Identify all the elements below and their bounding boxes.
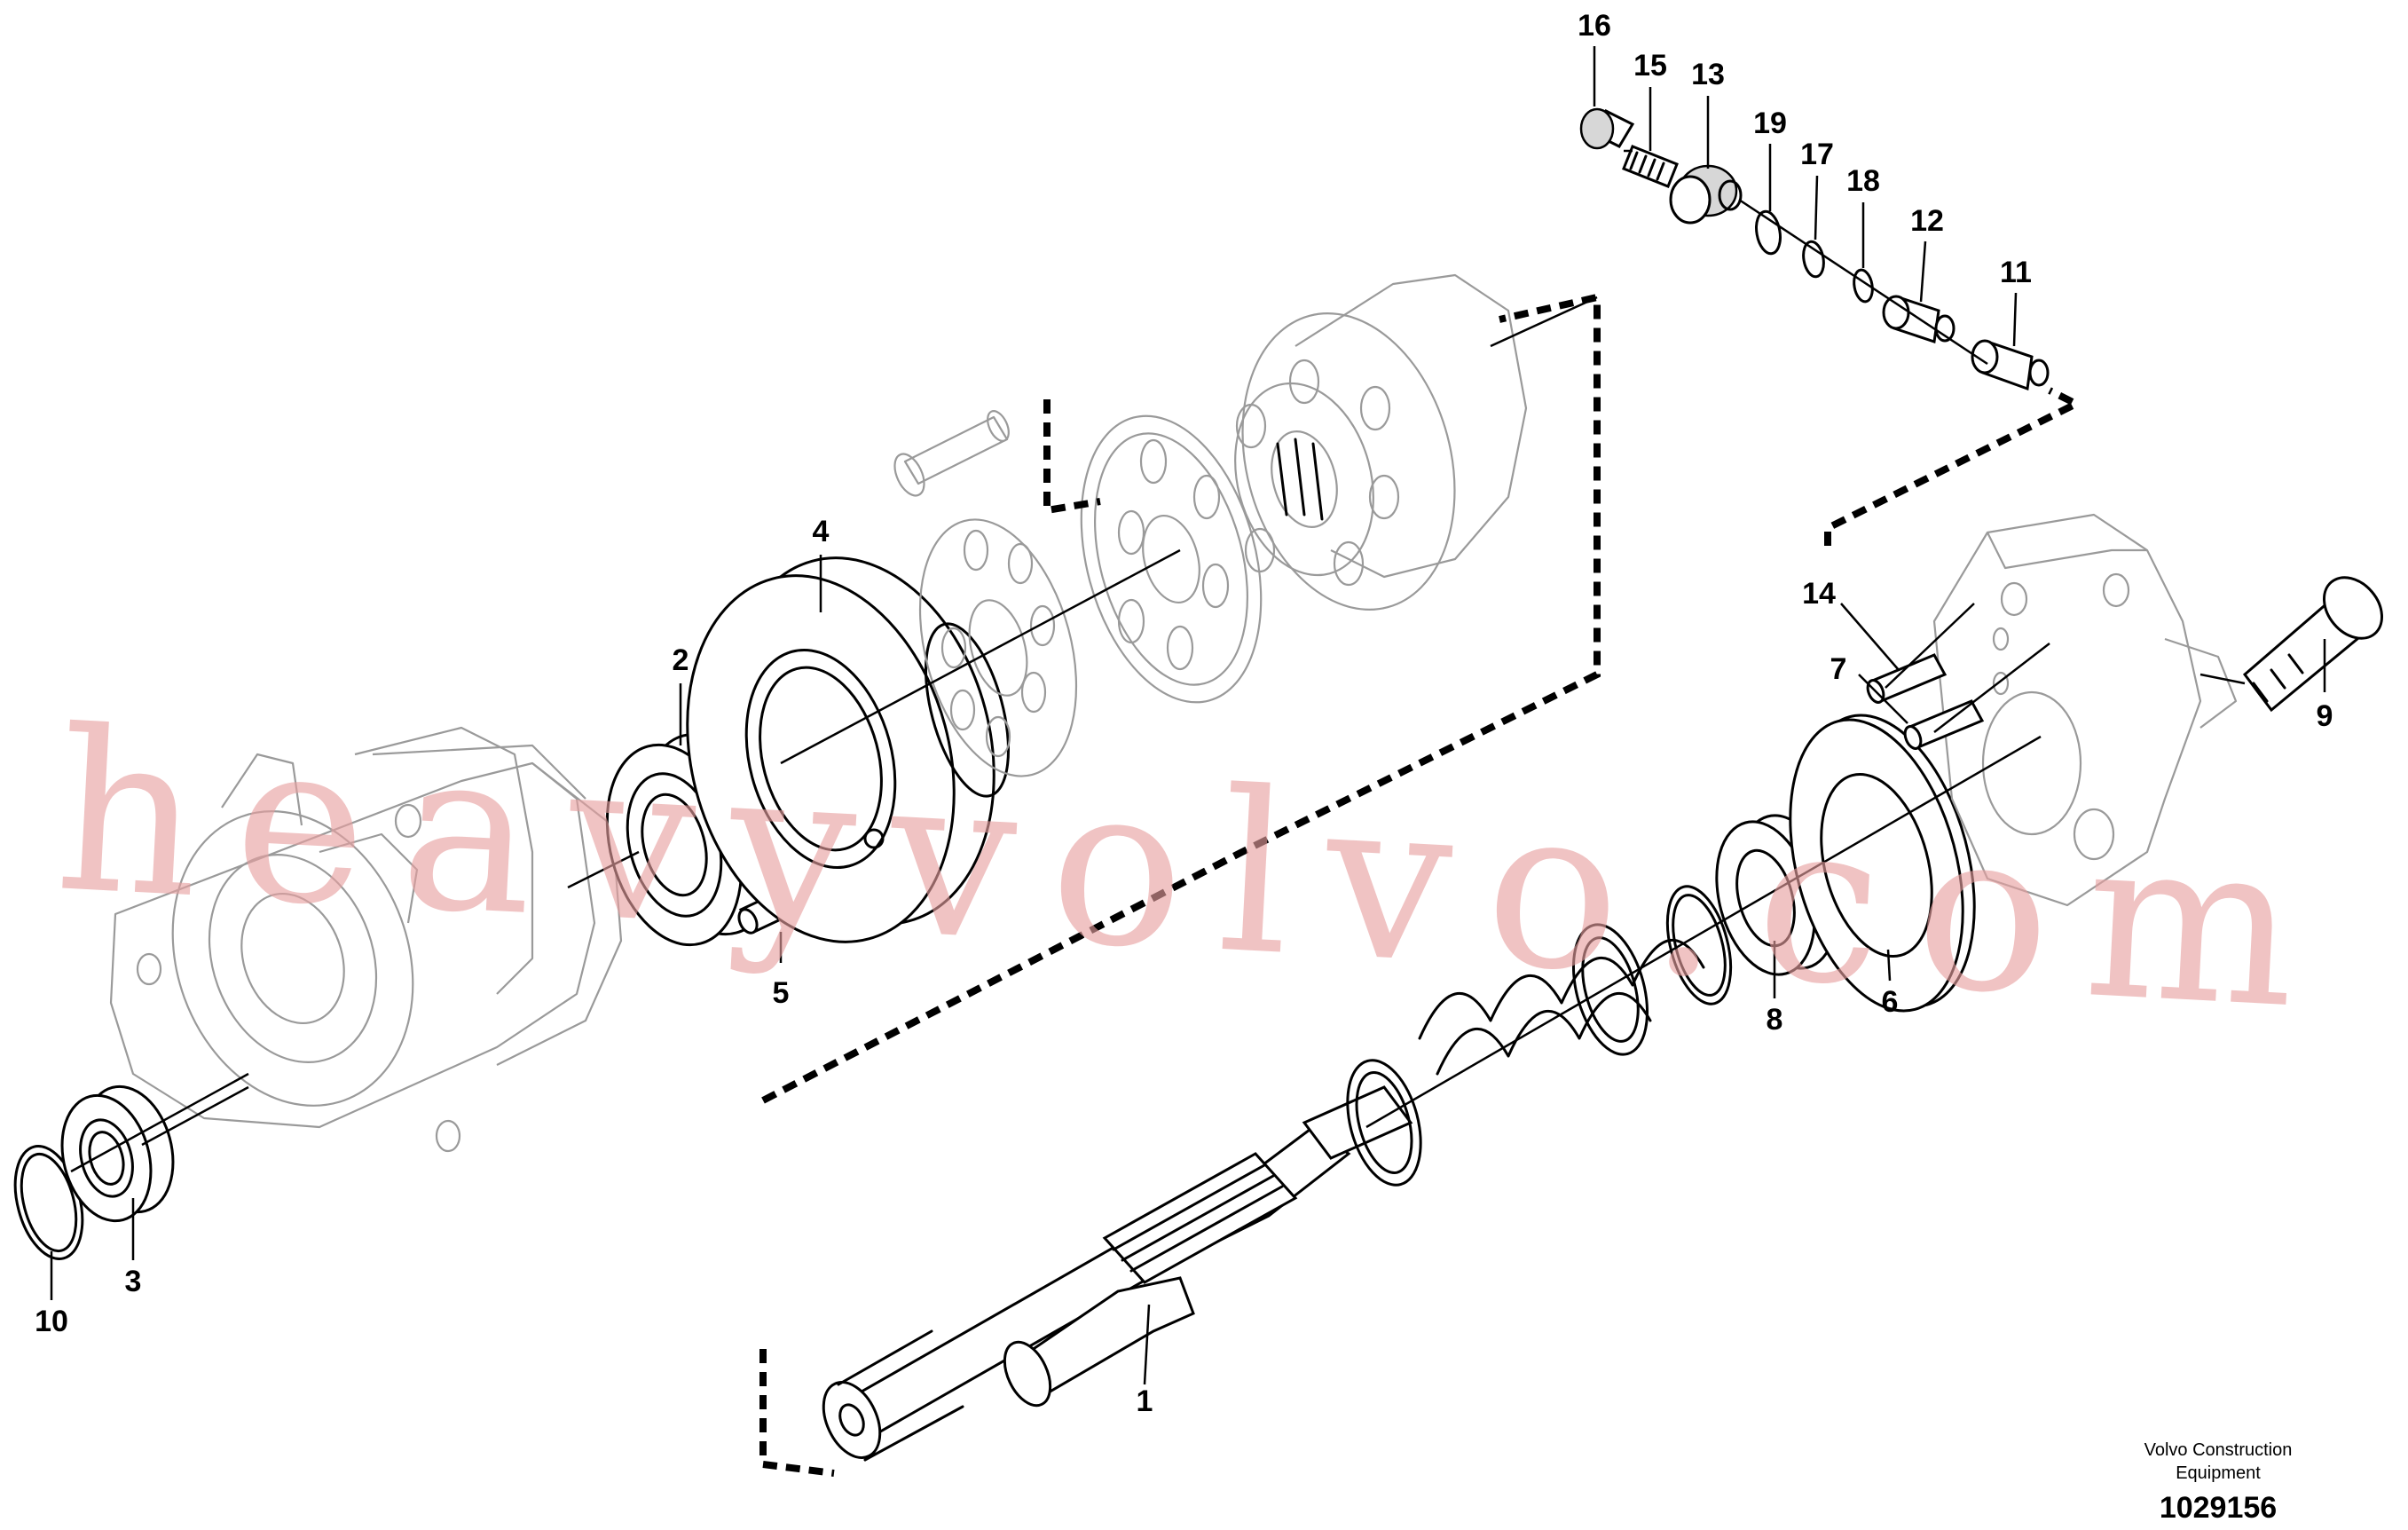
callout-15: 15 <box>1633 49 1667 151</box>
end-cover <box>1932 513 2238 907</box>
drawing-footer: Volvo Construction Equipment 1029156 <box>2144 1440 2293 1525</box>
callout-label-1: 1 <box>1137 1384 1153 1418</box>
watermark-text: heavyvolvo.com <box>51 682 2338 1059</box>
manufacturer-line-2: Equipment <box>2176 1463 2261 1483</box>
callout-3: 3 <box>125 1198 142 1298</box>
callout-label-15: 15 <box>1633 49 1667 83</box>
callout-6: 6 <box>1882 949 1899 1019</box>
cylinder-block <box>1234 273 1528 611</box>
callout-label-16: 16 <box>1578 9 1611 43</box>
callout-17: 17 <box>1800 138 1834 241</box>
callout-5: 5 <box>773 932 790 1010</box>
callout-2: 2 <box>673 643 689 745</box>
callout-1: 1 <box>1137 1304 1153 1418</box>
spring-15 <box>1622 145 1679 188</box>
bearing-housing-4 <box>686 556 1011 943</box>
drive-shaft <box>822 1085 1413 1462</box>
snap-ring <box>1665 885 1733 1006</box>
seal-ring-left <box>1346 1059 1422 1187</box>
callout-9: 9 <box>2317 639 2333 733</box>
cap-16 <box>1579 107 1635 150</box>
callout-label-9: 9 <box>2317 699 2333 733</box>
callout-18: 18 <box>1846 164 1880 268</box>
seat-11 <box>1971 339 2050 391</box>
o-ring-19 <box>1755 209 1782 256</box>
manufacturer-line-1: Volvo Construction <box>2144 1440 2293 1460</box>
assembly-path-lines <box>759 292 2084 1477</box>
callout-label-18: 18 <box>1846 164 1880 198</box>
callout-label-2: 2 <box>673 643 689 677</box>
plug-13 <box>1669 164 1743 225</box>
callout-label-13: 13 <box>1691 58 1725 91</box>
bolt-9 <box>2242 576 2384 713</box>
callout-label-8: 8 <box>1767 1003 1783 1037</box>
alignment-lines <box>70 149 2246 1173</box>
callout-12: 12 <box>1910 204 1944 303</box>
callout-label-17: 17 <box>1800 138 1834 171</box>
callout-label-3: 3 <box>125 1265 142 1298</box>
callout-8: 8 <box>1767 941 1783 1037</box>
callout-7: 7 <box>1830 652 1908 724</box>
callout-4: 4 <box>813 515 830 612</box>
callout-label-11: 11 <box>2000 256 2032 289</box>
o-ring-17 <box>1802 240 1825 279</box>
thrust-plate-6 <box>1789 714 1976 1013</box>
callout-label-5: 5 <box>773 976 790 1010</box>
pin-14 <box>1866 653 1948 704</box>
valve-plate <box>918 518 1078 777</box>
seal-3 <box>60 1084 175 1223</box>
spool <box>893 410 1010 497</box>
callout-label-6: 6 <box>1882 985 1899 1019</box>
callout-label-4: 4 <box>813 515 830 548</box>
callout-19: 19 <box>1753 106 1787 211</box>
callout-label-12: 12 <box>1910 204 1944 238</box>
callout-label-10: 10 <box>35 1305 68 1338</box>
callout-11: 11 <box>2000 256 2032 347</box>
callout-label-14: 14 <box>1802 577 1836 611</box>
callout-label-7: 7 <box>1830 652 1847 686</box>
pump-housing-left <box>109 726 623 1153</box>
retainer-plate <box>1080 414 1263 704</box>
seal-ring-right <box>1571 923 1649 1056</box>
callout-14: 14 <box>1802 577 1900 671</box>
spring <box>1418 938 1705 1076</box>
callout-label-19: 19 <box>1753 106 1787 140</box>
drawing-number: 1029156 <box>2160 1491 2277 1525</box>
callout-16: 16 <box>1578 9 1611 106</box>
callout-13: 13 <box>1691 58 1725 169</box>
callout-10: 10 <box>35 1251 68 1338</box>
o-ring-18 <box>1853 268 1874 304</box>
